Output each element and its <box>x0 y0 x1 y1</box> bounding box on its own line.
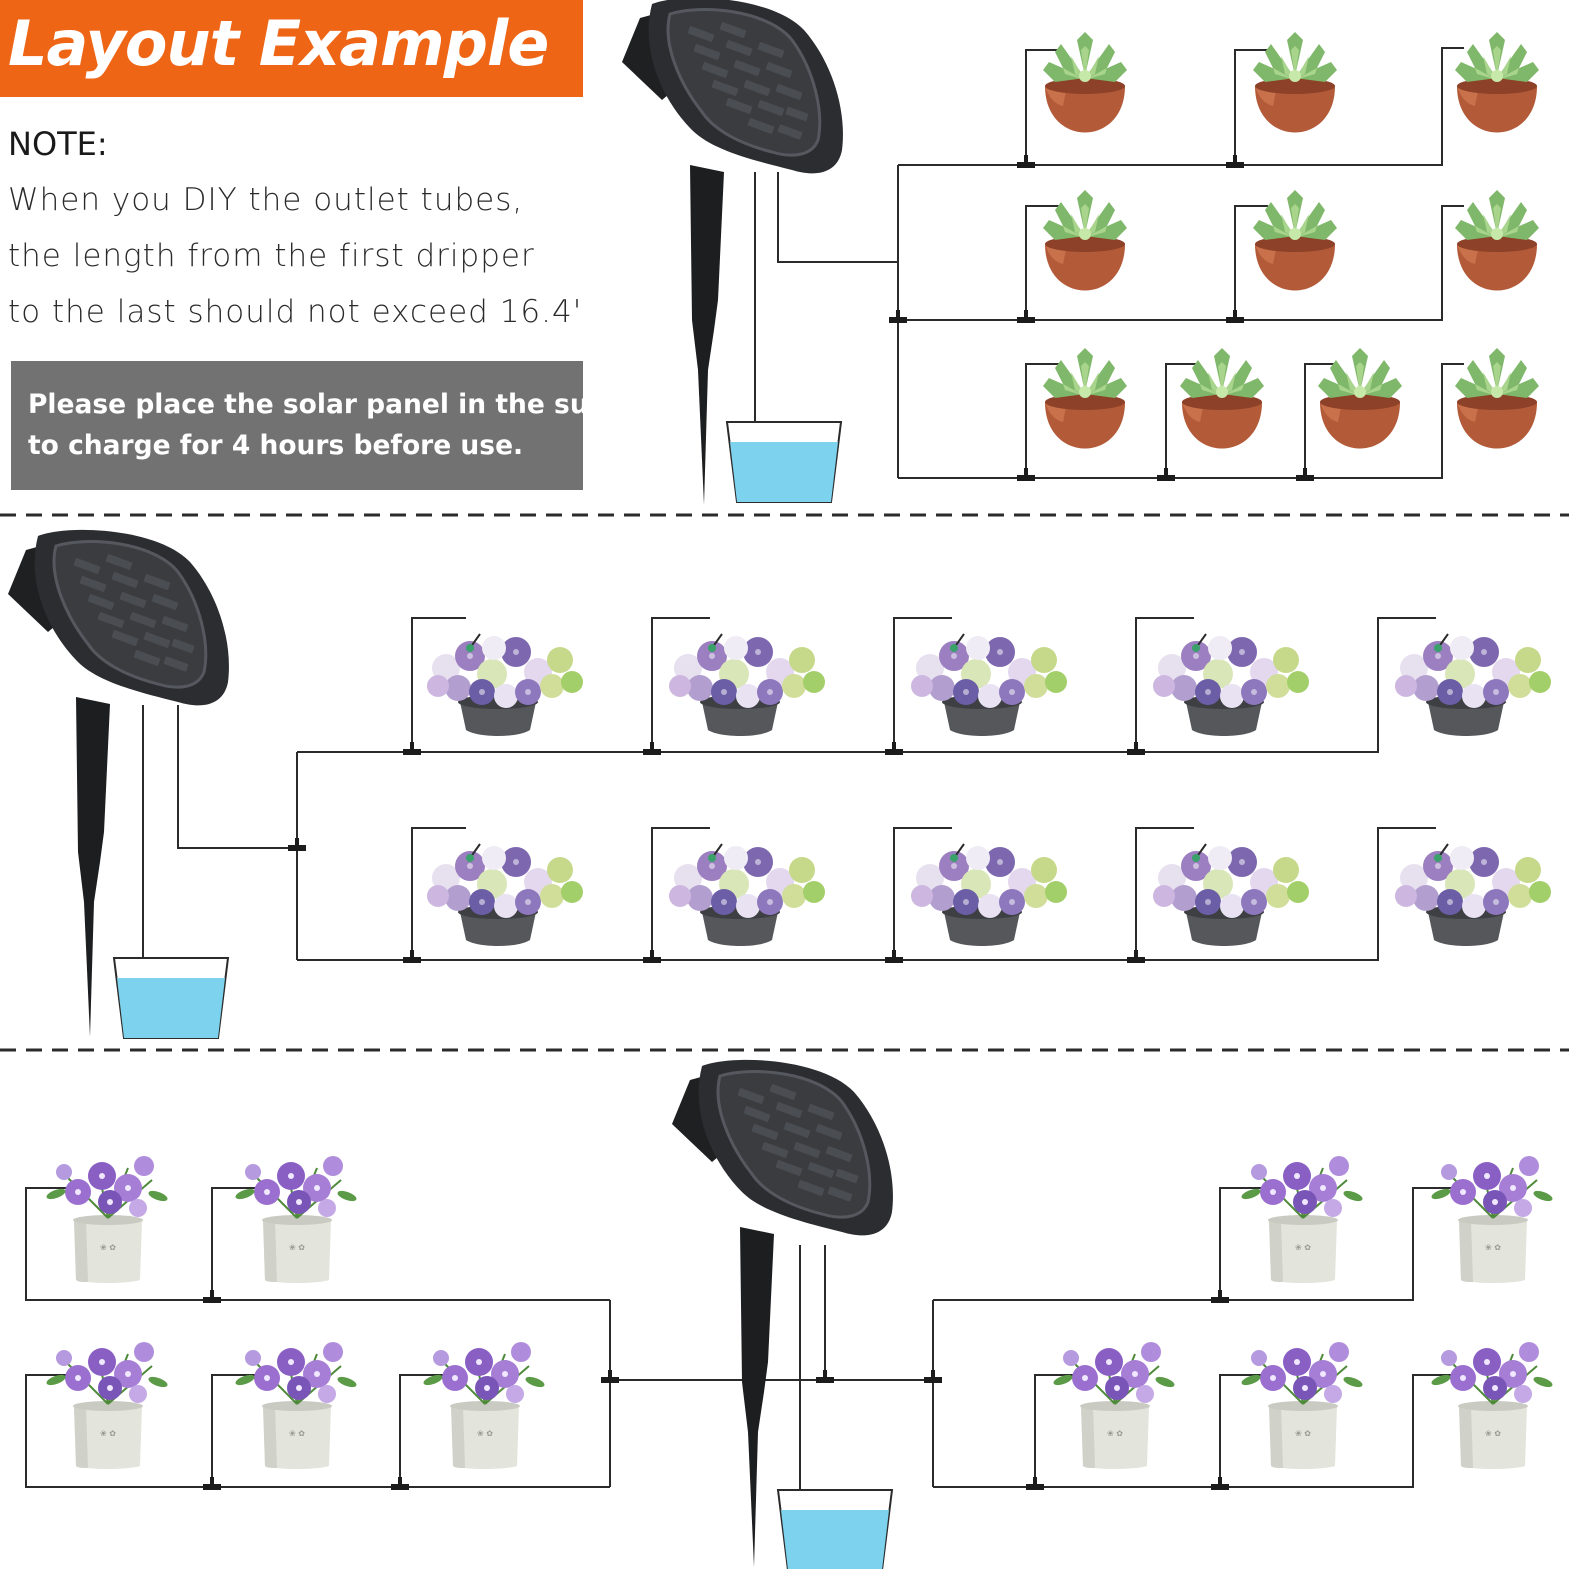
tee-connector <box>1127 742 1145 755</box>
flower-bowl-icon <box>668 843 826 947</box>
flower-bowl-icon <box>426 633 584 737</box>
succulent-pot-icon <box>1253 32 1337 133</box>
flower-bowl-icon <box>426 843 584 947</box>
note-line-3: to the last should not exceed 16.4' <box>8 294 583 330</box>
purple-flower-pot-icon <box>1429 1341 1555 1470</box>
purple-flower-pot-icon <box>233 1341 359 1470</box>
tee-connector <box>885 950 903 963</box>
section-1-layout <box>620 0 1539 507</box>
purple-flower-pot-icon <box>233 1155 359 1284</box>
tee-connector <box>1296 468 1314 481</box>
note-line-2: the length from the first dripper <box>8 238 535 274</box>
tee-connector <box>643 742 661 755</box>
tee-connector <box>403 742 421 755</box>
tee-connector <box>924 1370 942 1383</box>
tee-connector <box>1026 1477 1044 1490</box>
succulent-pot-icon <box>1455 348 1539 449</box>
note-line-1: When you DIY the outlet tubes, <box>8 182 524 218</box>
tee-connector <box>1211 1290 1229 1303</box>
note-heading: NOTE: <box>8 125 108 163</box>
tee-connector <box>1211 1477 1229 1490</box>
flower-bowl-icon <box>668 633 826 737</box>
tee-connector <box>1226 155 1244 168</box>
flower-bowl-icon <box>1394 843 1552 947</box>
purple-flower-pot-icon <box>1429 1155 1555 1284</box>
charge-notice-box: Please place the solar panel in the sun … <box>11 361 608 490</box>
water-bucket-icon <box>726 421 842 503</box>
charge-notice-line-2: to charge for 4 hours before use. <box>28 430 524 461</box>
purple-flower-pot-icon <box>421 1341 547 1470</box>
flower-bowl-icon <box>910 633 1068 737</box>
tee-connector <box>1226 310 1244 323</box>
succulent-pot-icon <box>1455 32 1539 133</box>
tee-connector <box>643 950 661 963</box>
tee-connector <box>403 950 421 963</box>
flower-bowl-icon <box>1394 633 1552 737</box>
purple-flower-pot-icon <box>44 1155 170 1284</box>
tee-connector <box>601 1370 619 1383</box>
purple-flower-pot-icon <box>1239 1155 1365 1284</box>
succulent-pot-icon <box>1455 190 1539 291</box>
charge-notice-line-1: Please place the solar panel in the sun <box>28 389 608 420</box>
tee-connector <box>1017 310 1035 323</box>
tee-connector <box>889 310 907 323</box>
tee-connector <box>816 1370 834 1383</box>
flower-bowl-icon <box>910 843 1068 947</box>
tee-connector <box>391 1477 409 1490</box>
purple-flower-pot-icon <box>1051 1341 1177 1470</box>
purple-flower-pot-icon <box>1239 1341 1365 1470</box>
section-2-layout <box>6 528 1552 1039</box>
tee-connector <box>203 1477 221 1490</box>
tee-connector <box>1017 468 1035 481</box>
tee-connector <box>885 742 903 755</box>
layout-example-title: Layout Example <box>0 0 583 97</box>
water-bucket-icon <box>113 957 229 1039</box>
succulent-pot-icon <box>1043 32 1127 133</box>
flower-bowl-icon <box>1152 633 1310 737</box>
flower-bowl-icon <box>1152 843 1310 947</box>
tee-connector <box>288 838 306 851</box>
tee-connector <box>1017 155 1035 168</box>
water-bucket-icon <box>777 1489 893 1569</box>
tubing <box>25 47 1470 1550</box>
tee-connector <box>1157 468 1175 481</box>
purple-flower-pot-icon <box>44 1341 170 1470</box>
tee-connector <box>203 1290 221 1303</box>
tee-connector <box>1127 950 1145 963</box>
